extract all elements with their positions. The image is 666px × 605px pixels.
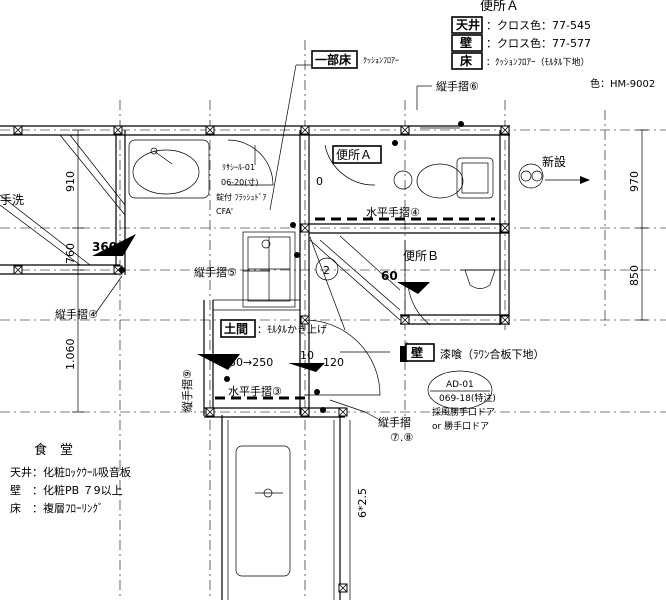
column-marker-cross (400, 315, 410, 325)
grid-lines (0, 40, 666, 600)
column-marker-cross (205, 125, 215, 135)
label-horizontal-rail-4: 水平手摺④ (366, 205, 420, 219)
doma-text: ：ﾓﾙﾀﾙかき上げ (257, 324, 327, 336)
dim-6x2-5: 6*2.5 (356, 488, 369, 518)
handrails (119, 121, 495, 413)
label-hand-wash: 手洗 (0, 193, 24, 207)
finish-floor: ：ｸｯｼｮﾝﾌﾛｱｰ（ﾓﾙﾀﾙ下地） (486, 56, 590, 68)
dimension-lines (72, 129, 648, 600)
dining-line-3: 床 ：複層ﾌﾛｰﾘﾝｸﾞ (10, 501, 104, 515)
column-marker-cross (500, 223, 510, 233)
hatched-walls (0, 134, 401, 321)
room-a-finish-schedule: 便所Ａ 天井 ：クロス色：77-545 壁 ：クロス色：77-577 床 ：ｸｯ… (456, 0, 655, 90)
label-rail-78: 縦手摺 (378, 415, 411, 429)
label-120: 120 (323, 356, 344, 369)
level-markers (92, 234, 430, 372)
label-rail-4: 縦手摺④ (55, 307, 98, 321)
partial-floor-tag: 一部床 (315, 52, 352, 67)
door-swings (227, 139, 431, 396)
label-new-install: 新設 (542, 154, 566, 169)
dim-970: 970 (628, 171, 641, 192)
label-room-a: 便所Ａ (336, 148, 372, 162)
column-marker-cross (13, 265, 23, 275)
dim-1060: 1.060 (64, 339, 77, 371)
dining-finish-schedule: 食 堂 天井：化粧ﾛｯｸｳｰﾙ吸音板 壁 ：化粧PB ７9以上 床 ：複層ﾌﾛｰ… (10, 442, 131, 515)
slop-sink (242, 231, 296, 308)
label-horizontal-rail-3: 水平手摺③ (228, 384, 282, 398)
label-circle-2: 2 (323, 264, 330, 277)
label-rail-5: 縦手摺⑤ (194, 265, 237, 279)
column-marker-cross (338, 407, 348, 417)
door-note-4: CFA' (216, 207, 233, 216)
plaster-tag: 壁 (411, 345, 423, 360)
label-360: 360 (92, 240, 117, 254)
label-zero: 0 (316, 175, 323, 188)
column-marker-cross (300, 223, 310, 233)
door-note-3: 錠付 ﾌﾗｯｼｭﾄﾞｱ (216, 192, 267, 202)
door-type-2: or 勝手口ドア (432, 420, 489, 432)
column-marker-cross (300, 407, 310, 417)
column-marker-cross (338, 583, 348, 593)
column-marker-cross (400, 125, 410, 135)
column-marker-cross (205, 407, 215, 417)
door-type-1: 採風勝手口ドア (432, 406, 495, 418)
door-note-1: ﾘｻｼｰﾙ-01 (222, 163, 255, 172)
toilet-a (393, 157, 590, 199)
finish-tag-ceiling: 天井 (456, 17, 480, 32)
finish-tag-wall: 壁 (460, 35, 472, 50)
label-rail-6: 縦手摺⑥ (436, 79, 479, 93)
dining-title: 食 堂 (34, 442, 73, 458)
leader-lines (94, 64, 432, 421)
column-marker-cross (113, 125, 123, 135)
column-marker-cross (300, 125, 310, 135)
label-60: 60 (381, 269, 398, 283)
label-rail-9: 縦手摺⑨ (180, 369, 194, 412)
doma-tag: 土間 (224, 321, 248, 336)
finish-wall: ：クロス色：77-577 (486, 36, 591, 50)
column-marker-cross (500, 125, 510, 135)
dining-line-2: 壁 ：化粧PB ７9以上 (10, 483, 123, 497)
label-step: 350→250 (222, 356, 273, 369)
label-room-b: 便所Ｂ (403, 249, 439, 263)
plaster-text: 漆喰（ﾗﾜﾝ合板下地） (440, 347, 545, 361)
label-10: 10 (300, 349, 314, 362)
dim-760: 760 (64, 243, 77, 264)
partial-floor-text: ｸｯｼｮﾝﾌﾛｱｰ (363, 56, 399, 65)
door-id: AD-01 (446, 380, 474, 390)
dining-line-1: 天井：化粧ﾛｯｸｳｰﾙ吸音板 (10, 465, 131, 479)
room-a-color: 色：HM-9002 (590, 77, 655, 90)
label-rail-78-num: ⑦.⑧ (390, 431, 413, 444)
tag-boxes (220, 16, 493, 410)
counter (235, 445, 291, 577)
finish-ceiling: ：クロス色：77-545 (486, 18, 591, 32)
wash-basin (128, 139, 210, 199)
urinal-b (460, 269, 500, 289)
door-note-2: 06-20(寸) (221, 177, 259, 187)
room-a-title: 便所Ａ (480, 0, 519, 14)
column-marker-cross (13, 125, 23, 135)
finish-tag-floor: 床 (460, 53, 473, 68)
column-marker-cross (500, 315, 510, 325)
door-spec: 069-18(特注) (439, 392, 496, 404)
dim-850: 850 (628, 265, 641, 286)
dim-910: 910 (64, 171, 77, 192)
